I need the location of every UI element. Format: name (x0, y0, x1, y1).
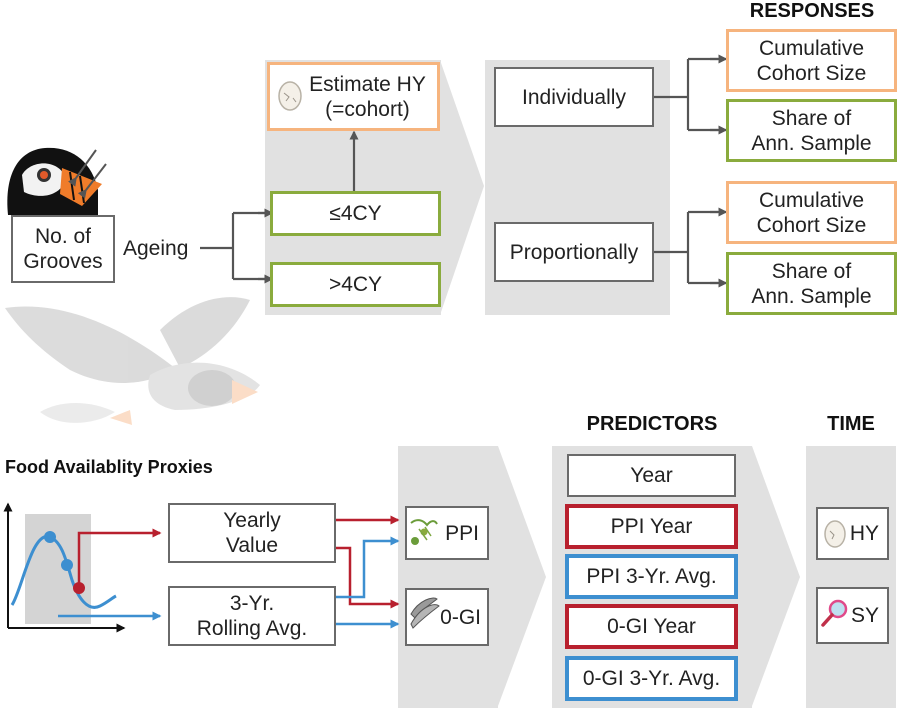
curve-point-peak (44, 531, 56, 543)
predictor-0gi-3yr-box: 0-GI 3-Yr. Avg. (565, 656, 738, 701)
curve-line (10, 535, 117, 609)
predictors-header: PREDICTORS (586, 413, 718, 435)
individually-box: Individually (494, 67, 654, 127)
time-sy-box: SY (816, 587, 889, 644)
share-of-sample-box-1: Share of Ann. Sample (726, 99, 897, 162)
red-arrow-curve-to-yearly (77, 528, 162, 588)
0gi-label: 0-GI (440, 605, 481, 629)
grooves-box: No. of Grooves (11, 215, 115, 283)
rolling-avg-box: 3-Yr. Rolling Avg. (168, 586, 336, 646)
gt4cy-box: >4CY (270, 262, 441, 307)
chevron-bottom-2 (752, 446, 800, 706)
share-of-sample-box-2: Share of Ann. Sample (726, 252, 897, 315)
yearly-value-box: Yearly Value (168, 503, 336, 563)
chevron-bottom-1 (498, 446, 546, 706)
puffin-icon (7, 147, 107, 215)
panel-time (806, 446, 896, 708)
time-header: TIME (827, 413, 875, 435)
hy-label: HY (849, 522, 879, 545)
sy-label: SY (850, 604, 879, 627)
ageing-label: Ageing (123, 237, 189, 260)
time-hy-box: HY (816, 507, 889, 560)
arrow-ageing-branch (200, 211, 270, 281)
cumulative-cohort-size-box-2: Cumulative Cohort Size (726, 181, 897, 244)
arrow-proportionally-branch (654, 210, 718, 285)
chevron-top-1 (440, 60, 484, 315)
food-curve-plot (3, 502, 126, 633)
predictor-ppi-year-box: PPI Year (565, 504, 738, 549)
blue-arrow-rolling-to-ppi (336, 536, 400, 599)
ppi-box: PPI (405, 506, 489, 560)
red-arrow-yearly-to-0gi (336, 546, 400, 609)
predictor-year-box: Year (567, 454, 736, 497)
ppi-label: PPI (445, 521, 479, 545)
predictor-0gi-year-box: 0-GI Year (565, 604, 738, 649)
food-title: Food Availablity Proxies (5, 457, 213, 477)
le4cy-box: ≤4CY (270, 191, 441, 236)
0gi-box: 0-GI (405, 588, 489, 646)
flying-puffin-icon (5, 297, 260, 425)
curve-highlight (25, 514, 91, 624)
estimate-hy-box: Estimate HY (=cohort) (267, 62, 440, 131)
proportionally-box: Proportionally (494, 222, 654, 282)
panel-proxies (398, 446, 498, 708)
cumulative-cohort-size-box-1: Cumulative Cohort Size (726, 29, 897, 92)
predictor-ppi-3yr-box: PPI 3-Yr. Avg. (565, 554, 738, 599)
responses-header: RESPONSES (749, 0, 875, 22)
arrow-individually-branch (654, 57, 718, 132)
curve-point-mid (61, 559, 73, 571)
